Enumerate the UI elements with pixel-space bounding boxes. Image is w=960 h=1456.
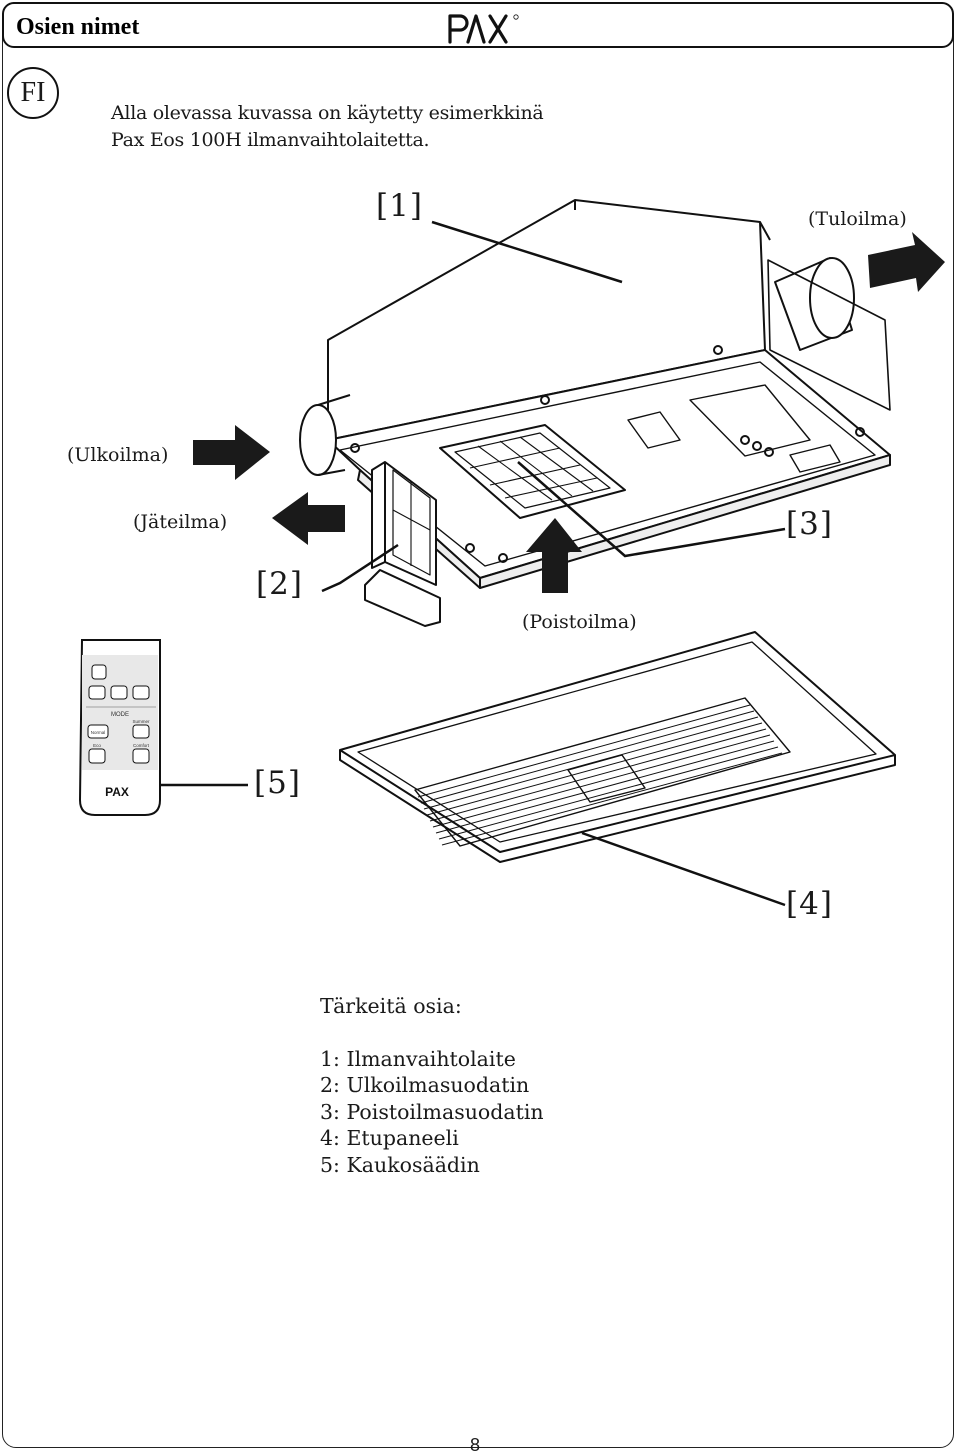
remote-control: MODE Normal Summer Eco Comfort PAX [78,639,161,816]
outdoor-air-filter [364,461,441,627]
legend-item: 4: Etupaneeli [320,1126,459,1150]
intro-text: Alla olevassa kuvassa on käytetty esimer… [111,100,544,154]
outdoor-air-label: (Ulkoilma) [67,444,169,466]
comfort-button [132,748,150,764]
outdoor-air-arrow [193,425,270,480]
fan-speed-3-button [132,685,150,700]
remote-eco-label: Eco [93,743,101,748]
intro-line-1: Alla olevassa kuvassa on käytetty esimer… [111,102,544,124]
legend-title: Tärkeitä osia: [320,994,462,1018]
callout-1: [1] [376,188,423,224]
remote-mode-label: MODE [111,712,129,718]
page-number: 8 [470,1435,481,1455]
header-bar: Osien nimet [2,2,954,48]
page-title: Osien nimet [16,14,140,40]
legend-item: 2: Ulkoilmasuodatin [320,1073,530,1097]
legend-item: 3: Poistoilmasuodatin [320,1099,544,1124]
eco-button [88,748,106,764]
normal-button [87,724,109,739]
language-badge: FI [7,67,59,119]
supply-air-label: (Tuloilma) [808,208,907,230]
remote-comfort-label: Comfort [133,743,150,748]
supply-air-arrow [868,232,945,292]
remote-summer-label: Summer [132,719,150,724]
exhaust-air-label: (Poistoilma) [522,611,637,633]
parts-legend: Tärkeitä osia: 1: Ilmanvaihtolaite 2: Ul… [320,993,544,1178]
callout-5: [5] [254,765,301,801]
callout-2: [2] [256,566,303,602]
legend-item: 1: Ilmanvaihtolaite [320,1046,516,1071]
intro-line-2: Pax Eos 100H ilmanvaihtolaitetta. [111,129,430,151]
callout-3: [3] [786,506,833,542]
callout-4: [4] [786,886,833,922]
front-panel [339,631,896,863]
remote-normal-label: Normal [91,730,106,735]
summer-button [132,724,150,739]
remote-brand-label: PAX [105,785,129,799]
pax-logo [448,14,519,44]
waste-air-arrow [272,492,345,545]
exhaust-air-arrow [526,518,582,593]
fan-speed-2-button [110,685,128,700]
legend-item: 5: Kaukosäädin [320,1152,480,1177]
waste-air-label: (Jäteilma) [133,511,228,533]
power-button [91,664,107,680]
fan-speed-1-button [88,685,106,700]
airflow-arrows [193,232,945,593]
